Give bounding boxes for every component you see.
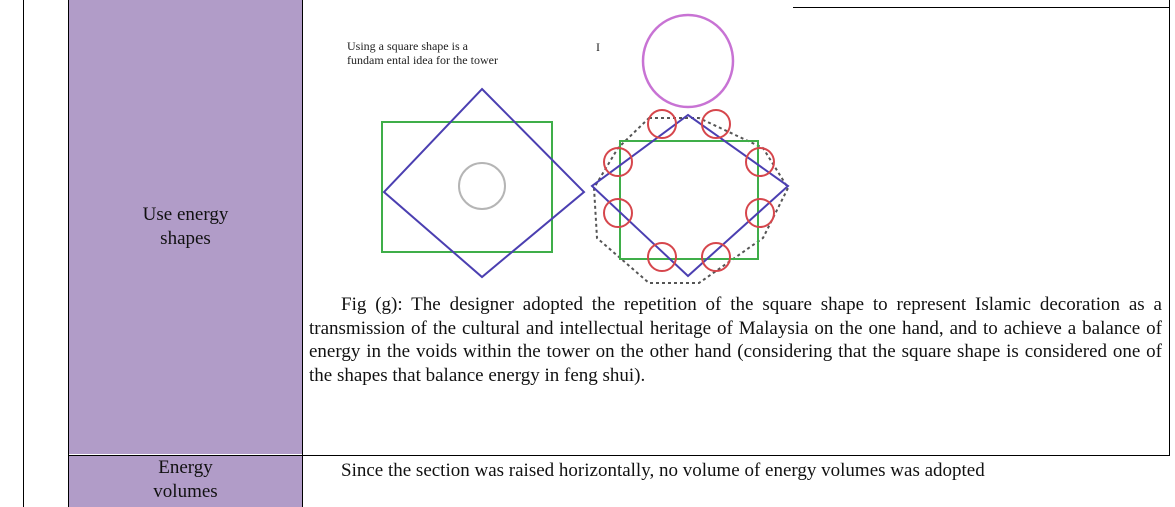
octagon-outline: [592, 117, 790, 284]
small-circle: [701, 109, 731, 139]
figure-note: Using a square shape is a fundam ental i…: [347, 39, 498, 67]
figure-note-line2: fundam ental idea for the tower: [347, 53, 498, 67]
small-circle: [701, 242, 731, 272]
figure-g: Using a square shape is a fundam ental i…: [342, 8, 793, 291]
right-square: [619, 140, 759, 260]
left-diamond: [382, 87, 586, 279]
table-top-line: [793, 7, 1170, 8]
figure-caption: Fig (g): The designer adopted the repeti…: [309, 294, 1162, 386]
top-circle: [641, 13, 735, 109]
row-label-volumes: Energy volumes: [69, 456, 302, 504]
row-label-shapes-line1: Use energy: [142, 204, 229, 225]
small-circle: [745, 147, 775, 177]
row-label-shapes-line2: shapes: [160, 228, 211, 249]
figure-marker: I: [596, 40, 600, 54]
small-circle: [603, 147, 633, 177]
label-cell-volumes: [69, 456, 302, 507]
left-square: [381, 121, 553, 253]
table-row-divider: [68, 455, 1170, 456]
row-label-volumes-line2: volumes: [153, 481, 218, 502]
label-cell-shapes: [69, 0, 302, 454]
table-border-right: [1169, 0, 1170, 456]
row-label-volumes-line1: Energy: [158, 457, 213, 478]
center-circle: [458, 162, 506, 210]
volumes-text: Since the section was raised horizontall…: [341, 460, 985, 481]
small-circle: [603, 198, 633, 228]
table-border-col: [68, 0, 69, 507]
small-circle: [647, 242, 677, 272]
right-diamond: [590, 113, 790, 278]
table-border-left: [23, 0, 24, 507]
figure-drawing: [381, 13, 790, 284]
small-circle: [745, 198, 775, 228]
table-border-mid: [302, 0, 303, 507]
row-label-shapes: Use energy shapes: [69, 203, 302, 251]
small-circle: [647, 109, 677, 139]
figure-note-line1: Using a square shape is a: [347, 39, 468, 53]
small-circles-group: [603, 109, 775, 272]
